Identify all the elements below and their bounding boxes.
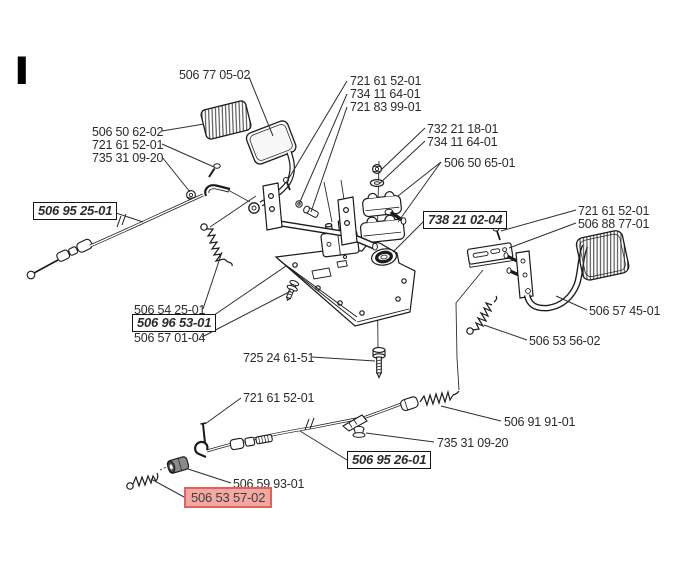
left-pedal-pad-rubber [200,100,252,140]
right-pedal-pad [575,230,630,281]
leader-line-738-21-02-04 [392,221,424,253]
part-label-734-11-64-01-top[interactable]: 734 11 64-01 [350,87,421,101]
mounting-bolt [372,347,386,379]
part-label-732-21-18-01[interactable]: 732 21 18-01 [427,122,499,136]
part-label-735-31-09-20-bottom[interactable]: 735 31 09-20 [437,436,509,450]
part-label-506-88-77-01[interactable]: 506 88 77-01 [578,217,650,231]
part-label-735-31-09-20-left[interactable]: 735 31 09-20 [92,151,164,165]
sheath-end [342,414,368,432]
leader-line-506-53-57-02 [150,478,185,498]
part-label-506-57-01-04[interactable]: 506 57 01-04 [134,331,206,345]
leader-line-506-59-93-01 [187,468,232,484]
leader-line-506-95-25-01 [112,211,144,223]
locknut [372,164,383,175]
leader-line-732-21-18-01 [380,127,426,171]
right-pedal-assembly [466,226,630,335]
spacer-sleeve [166,456,190,474]
leader-lines [112,76,588,498]
leader-line-506-54-25-01 [202,251,223,310]
part-label-506-50-62-02[interactable]: 506 50 62-02 [92,125,164,139]
leader-line-506-91-91-01 [440,405,502,422]
leader-line-721-61-52-01-bottom [204,397,242,425]
part-label-506-54-25-01[interactable]: 506 54 25-01 [134,303,206,317]
section-marker: I [14,49,30,93]
pin-bottom [200,422,207,444]
leader-line-725-24-61-51 [311,356,376,362]
part-label-506-50-65-01[interactable]: 506 50 65-01 [444,156,516,170]
clamp-stack [359,164,406,266]
leader-line-506-50-65-01 [397,161,442,223]
leader-line-506-95-26-01 [299,430,348,461]
part-label-721-61-52-01-top[interactable]: 721 61 52-01 [350,74,422,88]
bracket-plate-front [262,182,283,231]
washer [369,179,385,188]
leader-line-506-57-01-04 [201,290,292,338]
return-spring-small [126,472,159,490]
shoulder-bolt [303,205,319,218]
left-pedal-assembly [200,100,378,251]
part-label-721-61-52-01-bottom[interactable]: 721 61 52-01 [243,391,315,405]
part-label-725-24-61-51[interactable]: 725 24 61-51 [243,351,315,365]
upper-cable [26,184,231,280]
leader-line-506-77-05-02 [248,76,274,137]
tension-spring-right [466,295,498,335]
leader-line-734-11-64-01-mid [378,140,426,185]
part-label-738-21-02-04[interactable]: 738 21 02-04 [423,211,508,229]
leader-line-721-83-99-01 [310,106,348,213]
leader-line-506-88-77-01 [508,222,577,249]
bracket-plate-rear [337,196,358,246]
clamp-block-upper [362,191,402,218]
leader-line-506-57-45-01 [555,295,588,311]
flange-screw [285,279,300,302]
screw-left [208,163,221,178]
leader-line-721-61-52-01-top [285,80,348,184]
upper-hardware [186,163,407,225]
anchor-plate [466,242,514,268]
cable-barrel [400,396,419,412]
leader-line-734-11-64-01-top [298,93,348,205]
grommet [371,248,397,266]
part-label-506-77-05-02[interactable]: 506 77 05-02 [179,68,251,82]
leader-line-506-50-65-01 [397,161,442,197]
part-label-734-11-64-01-mid[interactable]: 734 11 64-01 [427,135,498,149]
lower-cable-assembly [126,389,460,490]
leader-line-721-61-52-01-left [161,143,215,168]
pivot-bracket [503,250,534,299]
part-label-506-95-25-01[interactable]: 506 95 25-01 [33,202,118,220]
part-label-506-57-45-01[interactable]: 506 57 45-01 [589,304,661,318]
part-label-721-61-52-01-right[interactable]: 721 61 52-01 [578,204,650,218]
part-label-506-91-91-01[interactable]: 506 91 91-01 [504,415,576,429]
cable-spring [419,389,460,407]
cable-hook-upper [204,184,231,197]
left-pedal-pad-plate [245,120,297,165]
cable-hook-lower [194,440,209,459]
tension-spring-left [200,223,233,267]
part-label-721-83-99-01[interactable]: 721 83 99-01 [350,100,422,114]
part-label-506-96-53-01[interactable]: 506 96 53-01 [132,314,217,332]
cable-adjuster [229,434,273,451]
leader-line-735-31-09-20-left [161,156,191,193]
part-label-506-53-57-02[interactable]: 506 53 57-02 [184,487,273,508]
leader-line-735-31-09-20-bottom [365,432,435,443]
clip-nut [352,425,366,438]
part-label-721-61-52-01-left[interactable]: 721 61 52-01 [92,138,164,152]
leader-line-506-50-62-02 [161,123,205,132]
leader-line-506-96-53-01 [203,265,287,323]
leader-line-506-53-56-02 [483,324,528,341]
clamp-block-lower [359,214,406,244]
part-label-506-95-26-01[interactable]: 506 95 26-01 [347,451,432,469]
part-label-506-53-56-02[interactable]: 506 53 56-02 [529,334,601,348]
right-pedal-arm [523,244,589,312]
leader-line-721-61-52-01-right [500,209,577,232]
